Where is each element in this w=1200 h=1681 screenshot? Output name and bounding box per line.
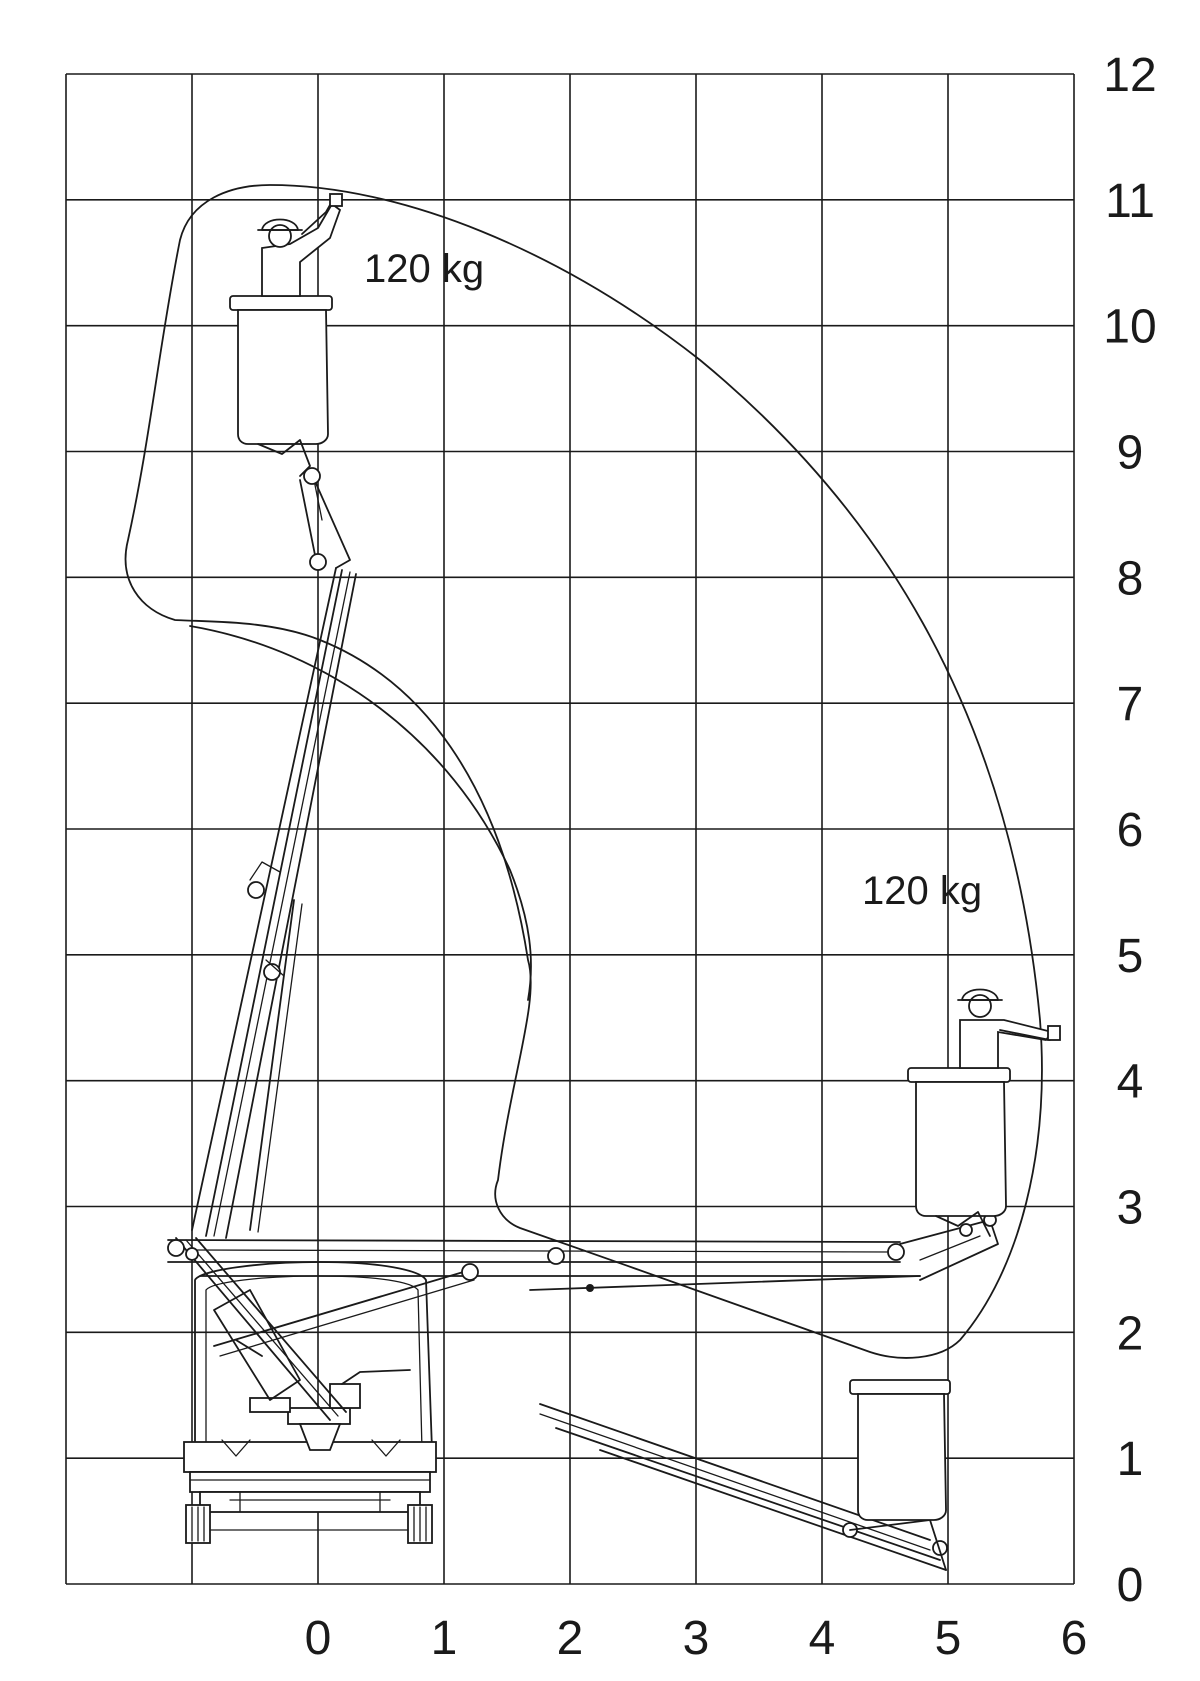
raised-boom-icon xyxy=(191,467,357,1239)
load-label-right: 120 kg xyxy=(862,869,982,913)
x-axis-ticks: 0 1 2 3 4 5 6 xyxy=(305,1612,1088,1665)
inner-reach-arc xyxy=(189,625,532,1001)
load-label-top: 120 kg xyxy=(364,247,484,291)
y-tick-label: 6 xyxy=(1117,804,1144,857)
x-tick-label: 1 xyxy=(431,1612,458,1665)
y-tick-label: 5 xyxy=(1117,930,1144,983)
x-tick-label: 2 xyxy=(557,1612,584,1665)
basket-icon-right xyxy=(907,1067,1011,1237)
basket-icon-top xyxy=(229,295,333,477)
y-tick-label: 7 xyxy=(1117,678,1144,731)
y-tick-label: 0 xyxy=(1117,1559,1144,1612)
boom-icon xyxy=(167,1213,999,1421)
y-tick-label: 9 xyxy=(1117,427,1144,480)
y-tick-label: 8 xyxy=(1117,552,1144,605)
y-tick-label: 4 xyxy=(1117,1056,1144,1109)
x-tick-label: 0 xyxy=(305,1612,332,1665)
x-tick-label: 4 xyxy=(809,1612,836,1665)
x-tick-label: 5 xyxy=(935,1612,962,1665)
worker-icon-right xyxy=(957,988,1061,1069)
y-tick-label: 1 xyxy=(1117,1433,1144,1486)
basket-icon-bottom xyxy=(849,1379,951,1521)
worker-icon-top xyxy=(257,193,343,297)
y-tick-label: 12 xyxy=(1103,49,1156,102)
grid xyxy=(65,73,1075,1585)
y-tick-label: 11 xyxy=(1105,175,1155,228)
outer-reach-envelope xyxy=(124,184,1043,1359)
x-tick-label: 6 xyxy=(1061,1612,1088,1665)
truck-icon xyxy=(183,1261,437,1544)
y-tick-label: 10 xyxy=(1103,301,1156,354)
x-tick-label: 3 xyxy=(683,1612,710,1665)
y-tick-label: 3 xyxy=(1117,1182,1144,1235)
y-tick-label: 2 xyxy=(1117,1307,1144,1360)
